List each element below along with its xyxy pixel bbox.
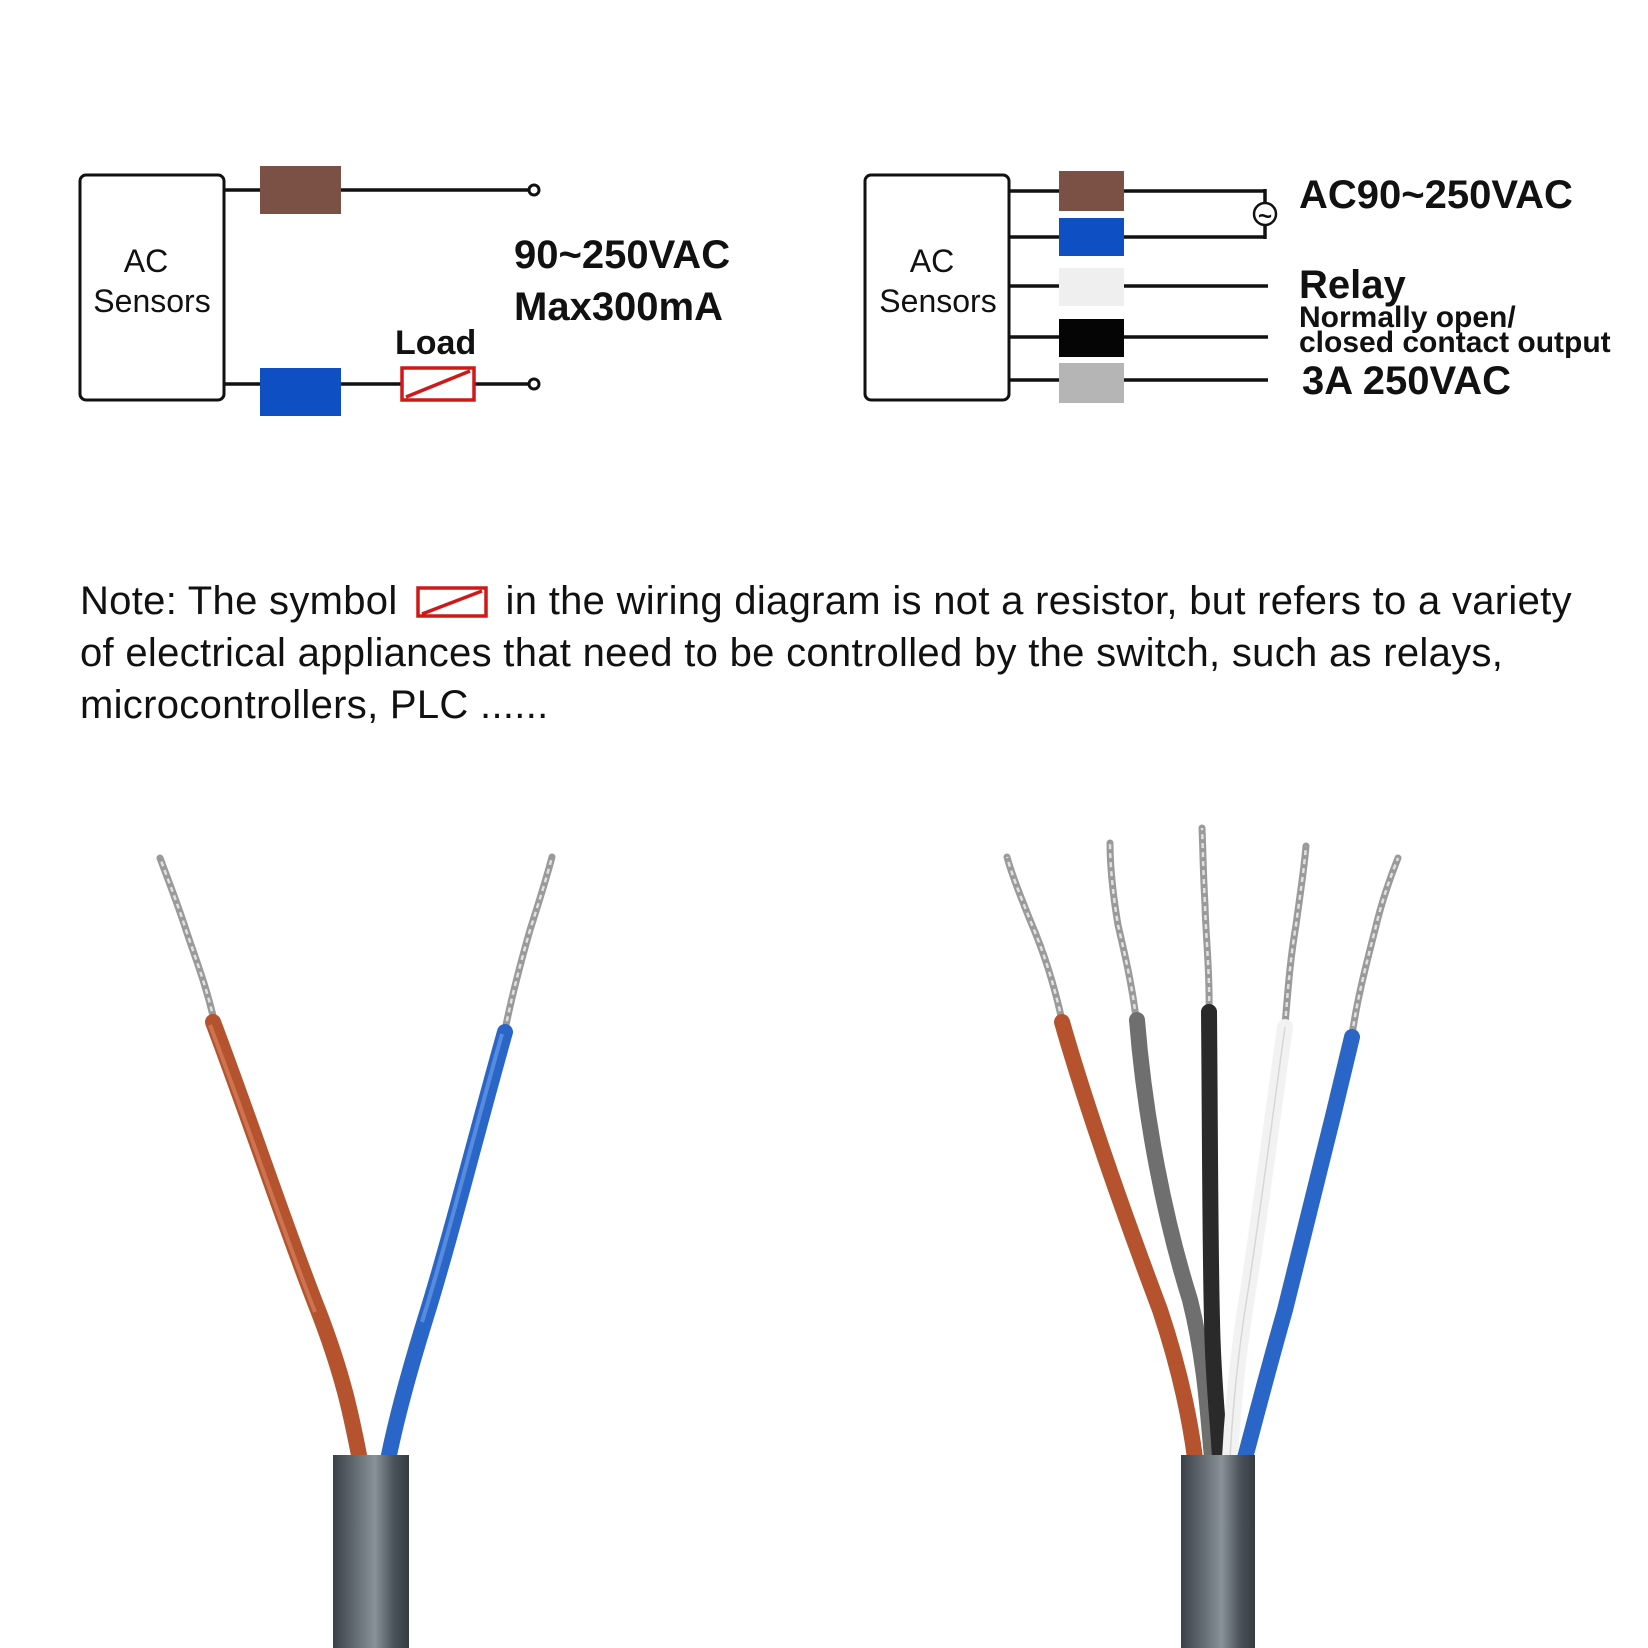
blue-wire: [380, 1024, 513, 1468]
two-wire-cable-photo: [156, 853, 556, 1648]
black-wire-swatch: [1059, 319, 1124, 357]
sensor-label-line1: AC: [910, 243, 954, 279]
brown-wire: [205, 1014, 368, 1468]
cable-jacket: [333, 1455, 409, 1648]
sensor-label-line2: Sensors: [93, 283, 210, 319]
relay-desc-line2: closed contact output: [1299, 326, 1611, 359]
blue-conductor-strands: [1348, 854, 1402, 1039]
note-body: in the wiring diagram is not a resistor,…: [80, 579, 1572, 727]
supply-voltage-label: AC90~250VAC: [1299, 173, 1573, 217]
terminal-top: [527, 183, 541, 197]
cable-jacket: [1181, 1455, 1255, 1648]
spec-current: Max300mA: [514, 285, 723, 329]
gray-wire: [1129, 1012, 1220, 1466]
blue-wire: [1237, 1029, 1360, 1466]
brown-wire: [1054, 1014, 1203, 1466]
blue-conductor-strands: [501, 853, 556, 1034]
load-symbol-icon: [415, 586, 488, 618]
ac-tilde: ~: [1258, 203, 1272, 230]
relay-desc-line1: Normally open/: [1299, 301, 1516, 334]
ac-source-symbol: [1252, 201, 1278, 227]
load-label: Load: [395, 324, 476, 362]
five-wire-cable-photo: [1003, 824, 1402, 1648]
white-wire-swatch: [1059, 268, 1124, 306]
two-wire-diagram: AC Sensors Load 90~250VAC Max300mA: [78, 166, 730, 416]
blue-wire-swatch: [260, 368, 341, 416]
gray-wire-swatch: [1059, 363, 1124, 403]
blue-wire-swatch: [1059, 218, 1124, 256]
terminal-bottom: [527, 377, 541, 391]
gray-conductor-strands: [1106, 839, 1140, 1022]
five-wire-diagram: AC Sensors ~ AC90~250VAC Relay Normally …: [863, 171, 1611, 403]
relay-label: Relay: [1299, 263, 1406, 307]
note-prefix: Note: The symbol: [80, 579, 398, 623]
load-symbol: [400, 366, 476, 402]
sensor-box: [78, 173, 226, 402]
sensor-label-line2: Sensors: [879, 283, 996, 319]
black-wire: [1201, 1004, 1228, 1466]
relay-rating: 3A 250VAC: [1302, 359, 1511, 403]
brown-wire-swatch: [260, 166, 341, 214]
brown-wire-swatch: [1059, 171, 1124, 211]
sensor-label-line1: AC: [124, 243, 168, 279]
spec-voltage: 90~250VAC: [514, 233, 730, 277]
